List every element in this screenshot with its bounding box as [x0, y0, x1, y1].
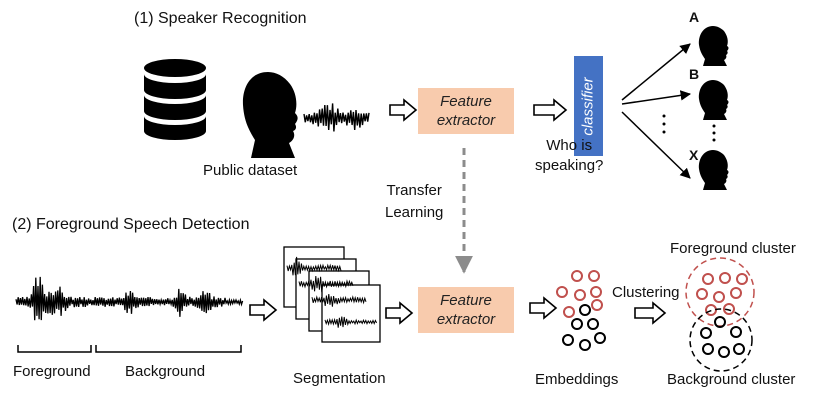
hollow-arrow-icon	[249, 98, 667, 325]
question-line1: Who is	[546, 137, 593, 154]
segment-waveforms	[286, 256, 378, 328]
speaker-a-label: A	[689, 9, 700, 25]
feature-label-line2: extractor	[436, 112, 496, 129]
transfer-line1: Transfer	[386, 182, 442, 199]
embeddings-label: Embeddings	[535, 371, 619, 388]
ellipsis-dots	[662, 114, 716, 142]
question-text: Who is speaking?	[535, 136, 603, 176]
foreground-cluster-label: Foreground cluster	[670, 240, 796, 257]
segmentation-label: Segmentation	[293, 370, 386, 387]
clustering-label: Clustering	[612, 284, 680, 301]
waveform-icon	[303, 103, 370, 132]
classifier-output-arrows	[621, 43, 692, 179]
background-cluster-label: Background cluster	[667, 371, 796, 388]
question-line2: speaking?	[535, 157, 604, 174]
feature-extractor-box-top: Feature extractor	[418, 88, 514, 134]
embeddings-dots	[556, 270, 606, 351]
feature-extractor-box-bottom: Feature extractor	[418, 287, 514, 333]
foreground-label: Foreground	[13, 363, 91, 380]
speaker-b-label: B	[689, 66, 700, 82]
background-label: Background	[125, 363, 206, 380]
dataset-label: Public dataset	[203, 162, 298, 179]
feature-label-line1: Feature	[440, 93, 492, 110]
classifier-label: classifier	[580, 76, 598, 136]
waveform-brackets	[17, 345, 242, 353]
speaker-x-label: X	[689, 147, 699, 163]
long-waveform	[15, 276, 244, 321]
feature-label-line2: extractor	[436, 311, 496, 328]
background-cluster	[689, 308, 753, 372]
transfer-text: Transfer Learning	[385, 180, 443, 224]
feature-label-line1: Feature	[440, 292, 492, 309]
section2-title: (2) Foreground Speech Detection	[12, 216, 250, 233]
person-head-icon	[242, 72, 298, 158]
transfer-line2: Learning	[385, 204, 444, 221]
foreground-cluster	[685, 257, 755, 327]
classifier-box: classifier	[574, 56, 603, 156]
segmentation-stack	[283, 246, 381, 343]
speaker-head-icon	[698, 26, 729, 190]
section1-title: (1) Speaker Recognition	[134, 10, 307, 27]
database-icon	[144, 59, 206, 140]
